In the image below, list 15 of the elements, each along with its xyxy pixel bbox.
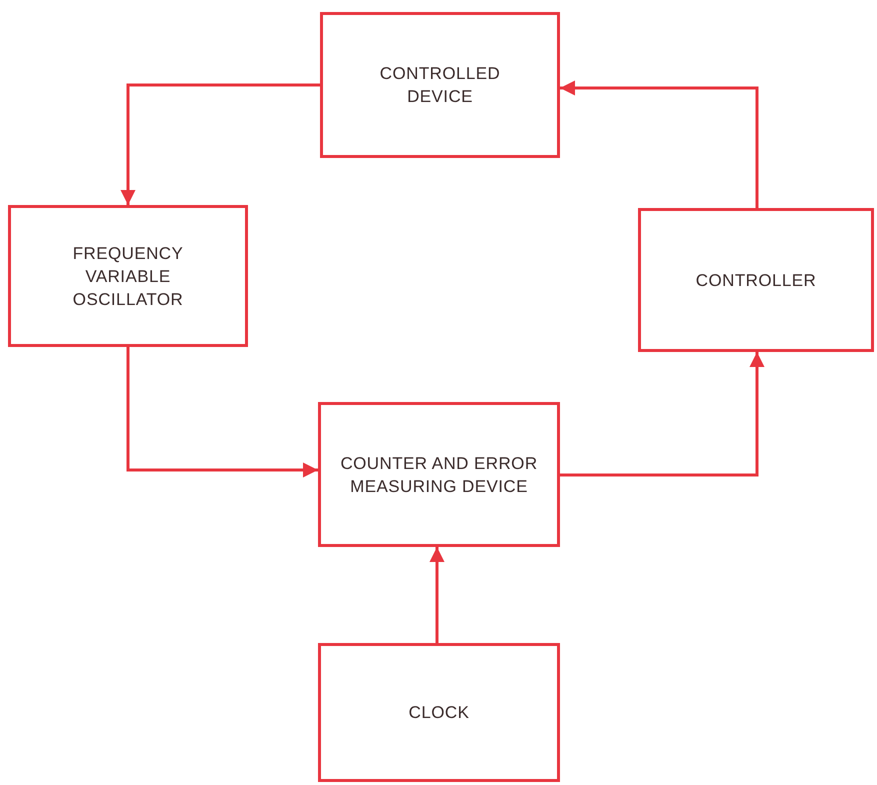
arrow [126,347,318,478]
box-label: CONTROLLED DEVICE [378,63,502,108]
box-label: FREQUENCY VARIABLE OSCILLATOR [72,242,184,310]
box-label: CONTROLLER [696,270,816,292]
process-box [8,205,248,347]
arrow [120,84,320,205]
process-box [318,402,560,547]
arrow [560,80,758,208]
process-box [638,208,874,352]
box-label: CLOCK [408,702,470,724]
box-label: COUNTER AND ERROR MEASURING DEVICE [339,452,539,498]
arrow [560,352,764,476]
arrow [430,547,444,643]
process-box [320,12,560,158]
process-box [318,643,560,782]
